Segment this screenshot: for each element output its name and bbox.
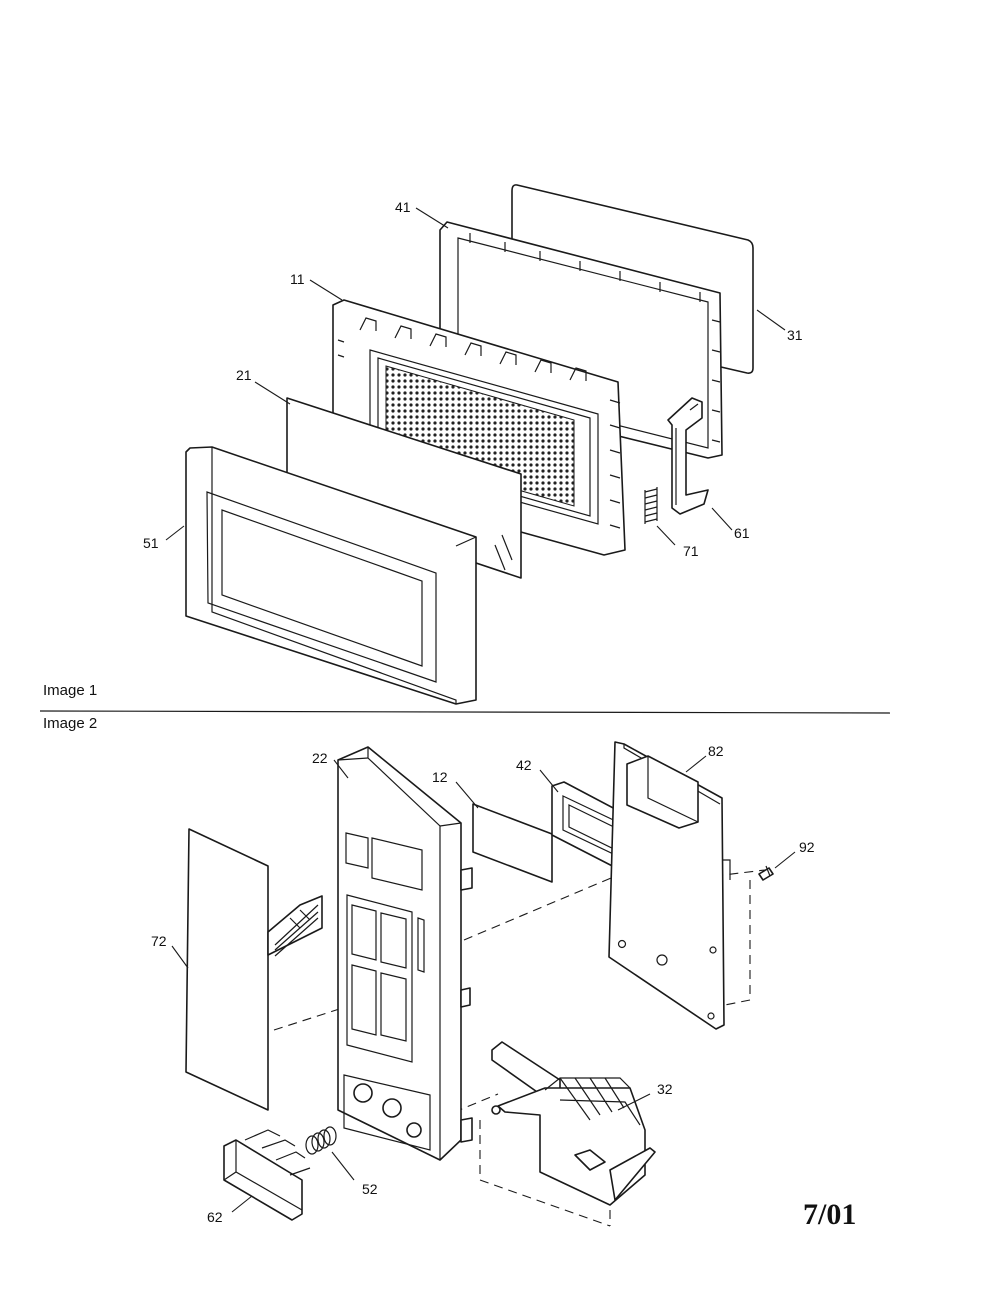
part-92-screw [758, 865, 774, 881]
callout-31: 31 [787, 327, 803, 343]
callout-12: 12 [432, 769, 448, 785]
callout-61: 61 [734, 525, 750, 541]
image1-callouts: 41 11 31 21 51 61 71 [143, 199, 803, 559]
callout-11: 11 [290, 271, 305, 287]
section-divider [39, 710, 891, 714]
callout-71: 71 [683, 543, 699, 559]
callout-82: 82 [708, 743, 724, 759]
part-32-door-release-lever [491, 1041, 656, 1206]
image2-label: Image 2 [43, 715, 98, 732]
image1-label: Image 1 [43, 682, 98, 699]
callout-22: 22 [312, 750, 328, 766]
part-52-spring [305, 1126, 337, 1155]
part-12-display-window [472, 803, 553, 883]
callout-41: 41 [395, 199, 411, 215]
callout-32: 32 [657, 1081, 673, 1097]
callout-51: 51 [143, 535, 159, 551]
date-code: 7/01 [803, 1198, 857, 1231]
image2-callouts: 22 12 42 82 92 72 32 52 62 [151, 743, 815, 1225]
part-62-push-button [223, 1129, 311, 1221]
image1-door-assembly: 41 11 31 21 51 61 71 [143, 184, 803, 705]
part-72-membrane-keypad [185, 828, 323, 1111]
part-22-control-panel [337, 746, 473, 1161]
callout-72: 72 [151, 933, 167, 949]
part-82-pcb [608, 741, 731, 1030]
callout-21: 21 [236, 367, 252, 383]
callout-92: 92 [799, 839, 815, 855]
part-71-spring [644, 487, 658, 524]
callout-42: 42 [516, 757, 532, 773]
part-61-latch-hinge [667, 397, 709, 515]
image2-control-assembly: 22 12 42 82 92 72 32 52 62 [151, 741, 815, 1227]
part-51-door-front [185, 446, 477, 705]
callout-62: 62 [207, 1209, 223, 1225]
callout-52: 52 [362, 1181, 378, 1197]
